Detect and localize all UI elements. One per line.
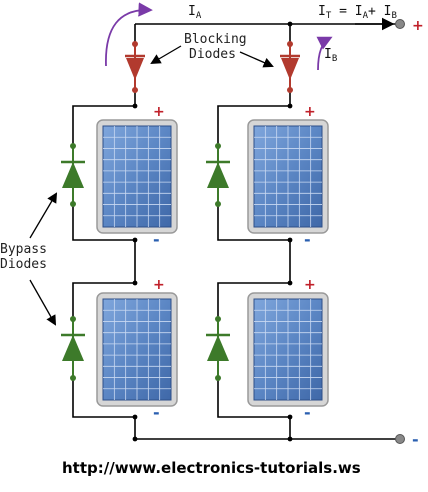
total-current-equation: IT = IA+ IB bbox=[318, 4, 397, 21]
current-b-arrow bbox=[316, 36, 333, 71]
bypass-diode-a-top bbox=[61, 143, 85, 207]
current-b-label: IB bbox=[324, 47, 337, 64]
solar-panels: +-+-+-+- bbox=[96, 104, 329, 422]
terminal-minus-label: - bbox=[412, 430, 419, 449]
solar-panel-a-top: +- bbox=[96, 104, 178, 249]
panel-minus-sign: - bbox=[304, 403, 311, 422]
bypass-diodes bbox=[61, 143, 230, 381]
panel-minus-sign: - bbox=[304, 230, 311, 249]
diode-icon bbox=[281, 58, 299, 80]
bypass-diodes-label-line1: Bypass bbox=[0, 242, 47, 257]
solar-panel-a-bottom: +- bbox=[96, 277, 178, 422]
blocking-diode-a bbox=[125, 41, 145, 93]
blocking-diodes-label-line1: Blocking bbox=[184, 32, 247, 47]
current-arrows bbox=[105, 2, 333, 71]
terminal-icon bbox=[395, 434, 405, 444]
bypass-diode-a-bottom bbox=[61, 316, 85, 381]
diode-icon bbox=[207, 335, 229, 361]
terminal-plus-label: + bbox=[412, 18, 424, 34]
solar-panel-b-bottom: +- bbox=[247, 277, 329, 422]
panel-plus-sign: + bbox=[153, 277, 165, 293]
source-url: http://www.electronics-tutorials.ws bbox=[62, 459, 361, 477]
blocking-diode-b bbox=[280, 41, 300, 93]
bypass-pointer-top bbox=[29, 192, 58, 239]
blocking-pointer-b bbox=[239, 51, 274, 68]
bypass-diode-b-top bbox=[206, 143, 230, 207]
blocking-diodes-label-line2: Diodes bbox=[189, 47, 236, 62]
diode-icon bbox=[126, 58, 144, 80]
junction-nodes bbox=[132, 21, 293, 442]
panel-minus-sign: - bbox=[153, 230, 160, 249]
panel-plus-sign: + bbox=[153, 104, 165, 120]
diode-icon bbox=[62, 335, 84, 361]
bypass-pointer-bottom bbox=[29, 279, 57, 326]
solar-panel-b-top: +- bbox=[247, 104, 329, 249]
current-a-arrow bbox=[105, 2, 153, 67]
panel-plus-sign: + bbox=[304, 277, 316, 293]
current-a-label: IA bbox=[188, 4, 202, 21]
bypass-diodes-label-line2: Diodes bbox=[0, 257, 47, 272]
panel-minus-sign: - bbox=[153, 403, 160, 422]
terminal-icon bbox=[395, 19, 405, 29]
diode-icon bbox=[62, 162, 84, 188]
blocking-pointer-a bbox=[150, 45, 182, 65]
panel-plus-sign: + bbox=[304, 104, 316, 120]
bypass-diode-b-bottom bbox=[206, 316, 230, 381]
diode-icon bbox=[207, 162, 229, 188]
output-terminals: + - bbox=[355, 17, 424, 449]
